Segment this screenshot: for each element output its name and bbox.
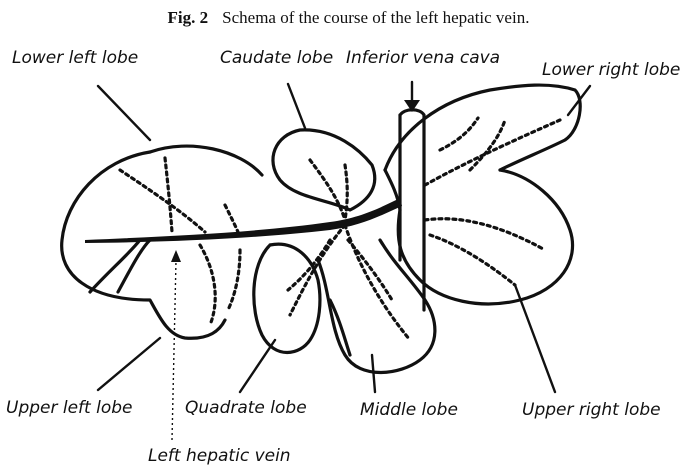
leader-caudate-lobe <box>288 84 305 128</box>
quadrate-lobe-outline <box>254 244 320 352</box>
caudate-lobe-outline <box>273 130 375 210</box>
label-lower-left-lobe: Lower left lobe <box>12 48 138 68</box>
leader-quadrate-lobe <box>240 340 275 392</box>
vein-branch-lower-left-3 <box>225 205 238 232</box>
vein-branch-upper-left-2 <box>228 250 240 310</box>
label-caudate-lobe: Caudate lobe <box>220 48 333 68</box>
label-upper-left-lobe: Upper left lobe <box>6 398 133 418</box>
left-hepatic-vein-arrow-head <box>171 250 181 262</box>
label-upper-right-lobe: Upper right lobe <box>522 400 661 420</box>
leader-upper-left-lobe <box>98 338 160 390</box>
vein-branch-upper-left-1 <box>200 245 215 325</box>
label-middle-lobe: Middle lobe <box>360 400 458 420</box>
vein-branch-right-upper-1 <box>425 219 545 250</box>
label-lower-right-lobe: Lower right lobe <box>542 60 680 80</box>
vein-branch-right-upper-2 <box>430 235 515 285</box>
middle-lobe-outline <box>318 240 435 373</box>
vein-branch-caudate-2 <box>345 165 347 220</box>
vein-branch-right-lower-2 <box>470 120 505 170</box>
vein-branch-quadrate-1 <box>290 225 345 315</box>
vein-branch-caudate <box>310 160 345 220</box>
leader-upper-right-lobe <box>515 285 555 392</box>
vein-branch-lower-left-1 <box>165 158 172 232</box>
label-inferior-vena-cava: Inferior vena cava <box>346 48 500 68</box>
leader-middle-lobe <box>372 355 375 392</box>
left-hepatic-vein-trunk <box>85 198 402 243</box>
vein-branch-right-lower-3 <box>440 118 478 150</box>
leader-left-hepatic-vein <box>172 260 176 440</box>
vein-branch-lower-left-2 <box>120 170 205 232</box>
label-quadrate-lobe: Quadrate lobe <box>185 398 307 418</box>
label-left-hepatic-vein: Left hepatic vein <box>148 446 291 466</box>
leader-lower-left-lobe <box>98 86 150 140</box>
